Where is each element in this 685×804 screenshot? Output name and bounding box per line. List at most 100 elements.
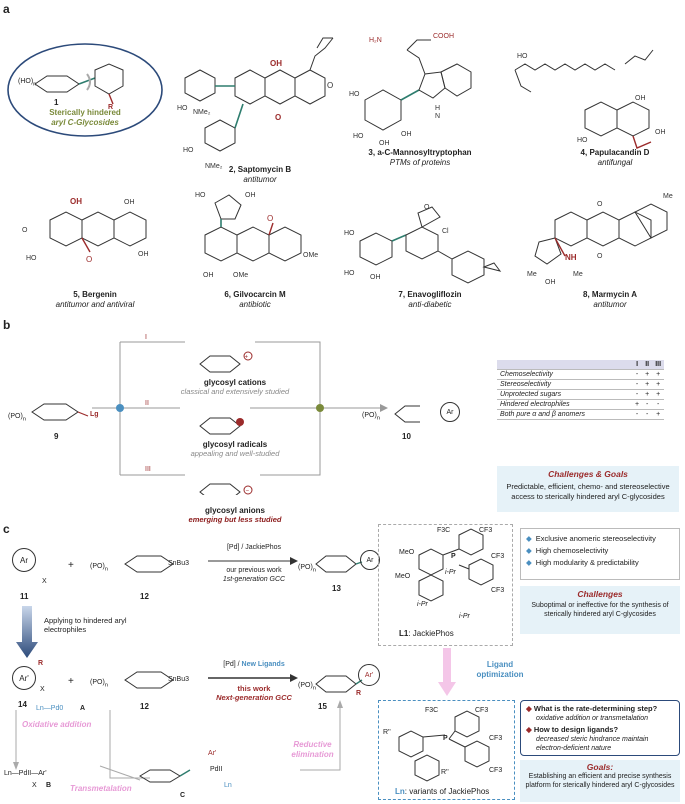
compound-12-number-bottom: 12 bbox=[140, 702, 149, 711]
callout-ellipse bbox=[7, 43, 163, 137]
svg-text:+: + bbox=[245, 355, 249, 361]
challenges-goals-box: Challenges & Goals Predictable, efficien… bbox=[497, 466, 679, 512]
callout-caption: Sterically hindered aryl C-Glycosides bbox=[49, 108, 121, 127]
start-number: 9 bbox=[54, 432, 59, 441]
compound-13-number: 13 bbox=[332, 584, 341, 593]
gilvocarcin-structure: HO OH O OMe OH OMe bbox=[195, 192, 318, 279]
svg-text:HO: HO bbox=[577, 137, 588, 144]
catalytic-cycle bbox=[13, 700, 343, 783]
table-row: Hindered electrophiles+-- bbox=[497, 399, 665, 410]
compound-11-number: 11 bbox=[20, 592, 29, 601]
compound-4-caption: 4, Papulacandin D antifungal bbox=[580, 148, 650, 167]
svg-text:HO: HO bbox=[195, 192, 206, 199]
enavogliflozin-structure: Cl O HO HO OH bbox=[344, 204, 502, 284]
product-number: 10 bbox=[402, 432, 411, 441]
svg-text:OMe: OMe bbox=[233, 272, 248, 279]
route-cations: glycosyl cations classical and extensive… bbox=[180, 378, 290, 396]
top-conditions: [Pd] / JackiePhos bbox=[226, 544, 282, 551]
svg-text:O: O bbox=[267, 214, 273, 223]
svg-text:Me: Me bbox=[527, 271, 537, 278]
list-item: ◆High modularity & predictability bbox=[526, 558, 639, 567]
questions-box: ◆ What is the rate-determining step? oxi… bbox=[520, 700, 680, 756]
table-row: Both pure α and β anomers--+ bbox=[497, 409, 665, 420]
compound-8-caption: 8, Marmycin A antitumor bbox=[583, 290, 637, 309]
aryl-14-r: R bbox=[38, 660, 44, 667]
ligand-optimization-label: Ligand optimization bbox=[476, 660, 524, 679]
panel-letter-c: c bbox=[3, 522, 10, 536]
svg-text:H: H bbox=[435, 105, 440, 112]
svg-text:NMe₂: NMe₂ bbox=[205, 163, 223, 170]
saptomycin-structure: OH O O NMe₂ HO NMe₂ HO bbox=[177, 37, 334, 170]
stannane-label-bottom: SnBu3 bbox=[168, 676, 190, 683]
c-ar-label: Ar' bbox=[208, 750, 217, 757]
svg-text:Me: Me bbox=[573, 271, 583, 278]
svg-text:O: O bbox=[597, 201, 603, 208]
aryl-14-ring: Ar' bbox=[12, 666, 36, 690]
svg-text:OH: OH bbox=[401, 131, 412, 138]
bergenin-structure: OH O O HO OH OH bbox=[22, 197, 149, 264]
svg-text:OH: OH bbox=[138, 251, 149, 258]
svg-text:Cl: Cl bbox=[442, 228, 449, 235]
svg-text:HO: HO bbox=[349, 91, 360, 98]
svg-text:OH: OH bbox=[270, 59, 282, 68]
product-13-aryl: Ar bbox=[360, 550, 380, 570]
list-item: ◆High chemoselectivity bbox=[526, 546, 609, 555]
stannane-12-top bbox=[124, 555, 174, 573]
variants-structure bbox=[398, 710, 490, 782]
compound-5-caption: 5, Bergenin antitumor and antiviral bbox=[55, 290, 135, 309]
mannosyltryptophan-structure: H₂N COOH H N HO HO OH OH bbox=[349, 33, 472, 147]
svg-text:COOH: COOH bbox=[433, 33, 454, 40]
top-notes: our previous work 1st-generation GCC bbox=[222, 567, 286, 583]
product-aryl: Ar bbox=[440, 402, 460, 422]
pd2-label: Ln—PdII—Ar' bbox=[4, 770, 47, 777]
jackiephos-label: L1: JackiePhos bbox=[399, 629, 454, 638]
jackiephos-box: F3C CF3 CF3 CF3 MeO MeO i-Pr i-Pr i-Pr P… bbox=[378, 524, 513, 646]
top-arrow bbox=[208, 557, 298, 565]
route-i: I bbox=[145, 334, 147, 341]
svg-text:H₂N: H₂N bbox=[369, 37, 382, 44]
table-row: Stereoselectivity-++ bbox=[497, 379, 665, 390]
svg-text:HO: HO bbox=[26, 255, 37, 262]
stannane-label-top: SnBu3 bbox=[168, 560, 190, 567]
svg-text:O: O bbox=[597, 253, 603, 260]
svg-text:O: O bbox=[275, 113, 281, 122]
features-box: ◆Exclusive anomeric stereoselectivity ◆H… bbox=[520, 528, 680, 580]
svg-text:OH: OH bbox=[370, 274, 381, 281]
bottom-arrow bbox=[208, 674, 298, 682]
compound-14-number: 14 bbox=[18, 700, 27, 709]
panel-letter-b: b bbox=[3, 318, 11, 332]
list-item: ◆ What is the rate-determining step? bbox=[526, 704, 658, 713]
svg-text:HO: HO bbox=[344, 270, 355, 277]
svg-text:NH: NH bbox=[565, 253, 577, 262]
papulacandin-structure: HO OH OH HO bbox=[514, 49, 666, 149]
route-diagram: + − bbox=[31, 341, 420, 495]
svg-text:O: O bbox=[22, 227, 28, 234]
stannane-12-bottom bbox=[124, 671, 174, 689]
route-radicals: glycosyl radicals appealing and well-stu… bbox=[190, 440, 280, 458]
svg-text:OH: OH bbox=[124, 199, 135, 206]
svg-text:HO: HO bbox=[183, 147, 194, 154]
bottom-notes: this work Next-generation GCC bbox=[216, 684, 292, 702]
oxidative-addition-label: Oxidative addition bbox=[22, 720, 92, 729]
aryl-14-x: X bbox=[40, 686, 45, 693]
route-iii: III bbox=[145, 466, 151, 473]
callout-number: 1 bbox=[54, 98, 59, 107]
compound-2-caption: 2, Saptomycin B antitumor bbox=[228, 165, 292, 184]
compound-6-caption: 6, Gilvocarcin M antibiotic bbox=[224, 290, 286, 309]
down-arrow-icon bbox=[16, 606, 38, 658]
svg-text:NMe₂: NMe₂ bbox=[193, 109, 211, 116]
compound-12-number-top: 12 bbox=[140, 592, 149, 601]
svg-text:O: O bbox=[424, 204, 430, 211]
product-15-r: R bbox=[356, 690, 362, 697]
svg-text:HO: HO bbox=[353, 133, 364, 140]
svg-text:OH: OH bbox=[635, 95, 646, 102]
variants-label: Ln: variants of JackiePhos bbox=[395, 787, 490, 796]
callout-r: R bbox=[108, 104, 114, 111]
table-row: Chemoselectivity-++ bbox=[497, 369, 665, 380]
list-item: ◆ How to design ligands? bbox=[526, 725, 619, 734]
challenges-box: Challenges Suboptimal or ineffective for… bbox=[520, 586, 680, 634]
svg-text:OH: OH bbox=[245, 192, 256, 199]
table-row: Unprotected sugars-++ bbox=[497, 389, 665, 400]
svg-text:OMe: OMe bbox=[303, 252, 318, 259]
c-ln-label: Ln bbox=[224, 782, 232, 789]
